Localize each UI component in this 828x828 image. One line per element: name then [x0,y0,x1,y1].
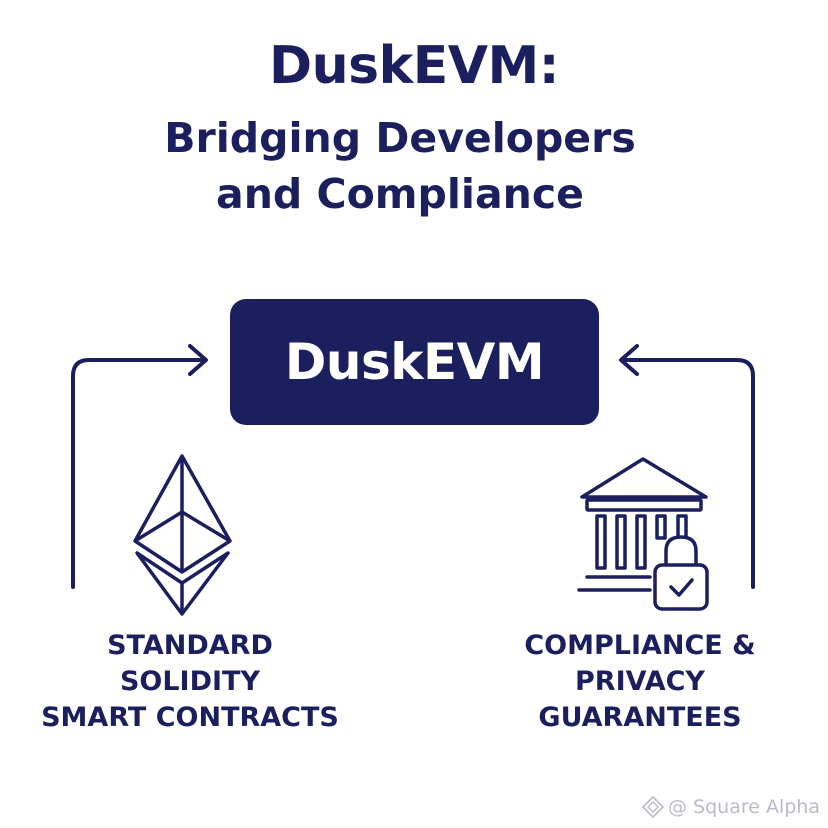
left-caption-line-1: STANDARD [107,630,273,661]
right-caption-line-3: GUARANTEES [538,702,742,733]
left-caption: STANDARD SOLIDITY SMART CONTRACTS [20,628,360,736]
left-caption-line-2: SOLIDITY [119,666,261,697]
diagram-subtitle: Bridging Developers and Compliance [80,110,720,222]
left-caption-line-3: SMART CONTRACTS [41,702,339,733]
diagram-title: DuskEVM: [268,36,560,96]
right-caption-line-1: COMPLIANCE & [524,630,756,661]
bank-lock-icon [577,457,709,611]
duskevm-label: DuskEVM [284,333,545,391]
subtitle-line-2: and Compliance [216,170,584,218]
subtitle-line-1: Bridging Developers [164,114,636,162]
right-caption: COMPLIANCE & PRIVACY GUARANTEES [490,628,790,736]
right-caption-line-2: PRIVACY [575,666,705,697]
watermark-text: @ Square Alpha [668,796,820,818]
left-arrow [71,344,208,589]
square-logo-icon [642,796,664,818]
watermark: @ Square Alpha [642,796,820,818]
duskevm-box: DuskEVM [230,299,599,425]
right-arrow [619,344,755,589]
ethereum-icon [133,454,232,616]
